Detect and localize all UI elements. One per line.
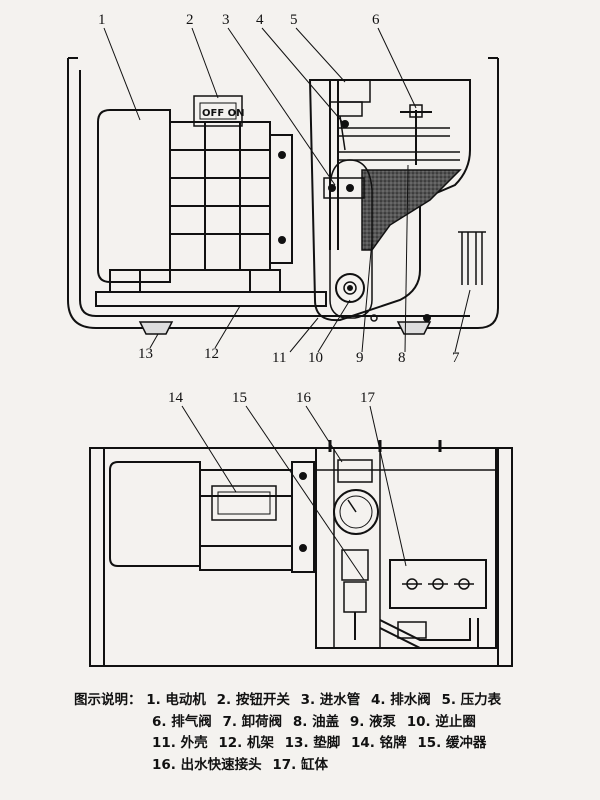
legend-item-15: 15. 缓冲器: [417, 735, 487, 751]
legend-item-12: 12. 机架: [218, 735, 274, 751]
callout-13: 13: [138, 346, 153, 362]
legend-row-1: 图示说明： 1. 电动机 2. 按钮开关 3. 进水管 4. 排水阀 5. 压力…: [74, 690, 574, 712]
legend-item-13: 13. 垫脚: [284, 735, 341, 751]
side-view: [67, 57, 499, 335]
pressure-gauge: [329, 79, 371, 103]
legend-item-5: 5. 压力表: [441, 692, 502, 708]
legend-item-6: 6. 排气阀: [152, 713, 212, 730]
foot-left: [138, 321, 174, 335]
plan-gauge: [333, 489, 379, 535]
legend-item-8: 8. 油盖: [292, 713, 340, 730]
callout-12: 12: [204, 346, 219, 362]
motor-body: [97, 109, 171, 283]
legend-row-3: 11. 外壳 12. 机架 13. 垫脚 14. 铭牌 15. 缓冲器: [74, 733, 574, 755]
legend-item-1: 1. 电动机: [146, 692, 206, 708]
legend-item-17: 17. 缸体: [272, 756, 328, 773]
callout-16: 16: [296, 390, 312, 406]
legend-row-2: 6. 排气阀 7. 卸荷阀 8. 油盖 9. 液泵 10. 逆止圈: [74, 712, 574, 734]
callout-14: 14: [168, 390, 184, 406]
legend-title: 图示说明：: [74, 692, 142, 708]
check-ring: [335, 273, 365, 303]
callout-15: 15: [232, 390, 247, 406]
legend-item-3: 3. 进水管: [300, 692, 361, 708]
callout-9: 9: [356, 350, 364, 366]
legend-item-9: 9. 液泵: [349, 713, 397, 730]
callout-11: 11: [272, 350, 286, 366]
callout-17: 17: [360, 390, 376, 406]
callout-8: 8: [398, 350, 406, 366]
cylinder: [389, 559, 487, 609]
cylinder-block: [361, 169, 462, 251]
pump-housing: [308, 79, 471, 322]
callout-3: 3: [222, 12, 230, 28]
plan-view: [89, 440, 513, 667]
bottom-leaders: [181, 405, 407, 581]
pump-block: [315, 447, 497, 649]
legend-item-2: 2. 按钮开关: [216, 692, 290, 708]
callout-10: 10: [308, 350, 323, 366]
plan-frame: [89, 447, 513, 667]
callout-1: 1: [98, 12, 106, 28]
nameplate: [211, 485, 277, 521]
legend-item-11: 11. 外壳: [152, 735, 208, 751]
base-tube: [79, 70, 470, 317]
callout-6: 6: [372, 12, 380, 28]
callout-4: 4: [256, 12, 264, 28]
callout-7: 7: [452, 350, 460, 366]
foot-right: [396, 321, 432, 335]
callout-5: 5: [290, 12, 298, 28]
legend-item-7: 7. 卸荷阀: [222, 713, 283, 730]
legend: 图示说明： 1. 电动机 2. 按钮开关 3. 进水管 4. 排水阀 5. 压力…: [74, 690, 574, 776]
legend-row-4: 16. 出水快速接头 17. 缸体: [74, 755, 574, 777]
legend-item-10: 10. 逆止圈: [406, 713, 476, 730]
callout-2: 2: [186, 12, 194, 28]
outer-frame: [67, 58, 499, 329]
legend-item-14: 14. 铭牌: [350, 735, 407, 751]
legend-item-4: 4. 排水阀: [371, 692, 431, 708]
switch-box: [193, 95, 243, 127]
top-leaders: [103, 27, 471, 353]
legend-item-16: 16. 出水快速接头: [152, 756, 262, 773]
switch-label: OFF ON: [202, 108, 245, 119]
